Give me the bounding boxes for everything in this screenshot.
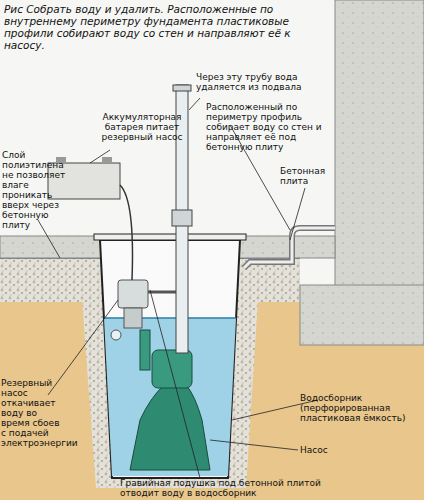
basin-rim	[94, 234, 246, 240]
leader-lines	[38, 98, 318, 478]
battery-cable	[120, 185, 133, 280]
float-switch	[140, 330, 150, 370]
sump-basin	[100, 240, 240, 478]
callout-label: Аккумуляторная батарея питает резервный …	[88, 112, 196, 142]
callout-label: Слой полиэтилена не позволяет влаге прон…	[2, 150, 74, 230]
figure-title: Рис Собрать воду и удалить. Расположенны…	[4, 3, 322, 51]
battery-terminal	[102, 157, 112, 163]
perimeter-profile-inner	[244, 228, 335, 268]
callout-label: Расположенный по периметру профиль собир…	[206, 102, 334, 152]
perimeter-profile	[244, 228, 335, 268]
callout-label: Насос	[300, 445, 360, 455]
callout-label: Резервный насос откачивает воду во время…	[1, 378, 63, 448]
pump-motor	[152, 350, 192, 388]
gravel-around-pit	[82, 300, 258, 488]
water	[104, 318, 236, 476]
callout-label: Водосборник (перфорированная пластиковая…	[300, 393, 422, 423]
callout-label: Через эту трубу вода удаляется из подвал…	[196, 72, 336, 92]
main-pump	[130, 385, 210, 470]
callout-label: Бетонная плита	[280, 166, 332, 186]
footing	[300, 285, 424, 345]
check-valve	[172, 210, 192, 226]
backup-pump	[118, 280, 148, 308]
foundation-wall	[335, 0, 424, 300]
backup-outlet	[148, 291, 176, 294]
callout-label: Гравийная подушка под бетонной плитой от…	[120, 478, 350, 498]
backup-pump-body	[124, 308, 142, 328]
backup-float	[111, 330, 121, 340]
pipe-coupling	[173, 85, 191, 91]
